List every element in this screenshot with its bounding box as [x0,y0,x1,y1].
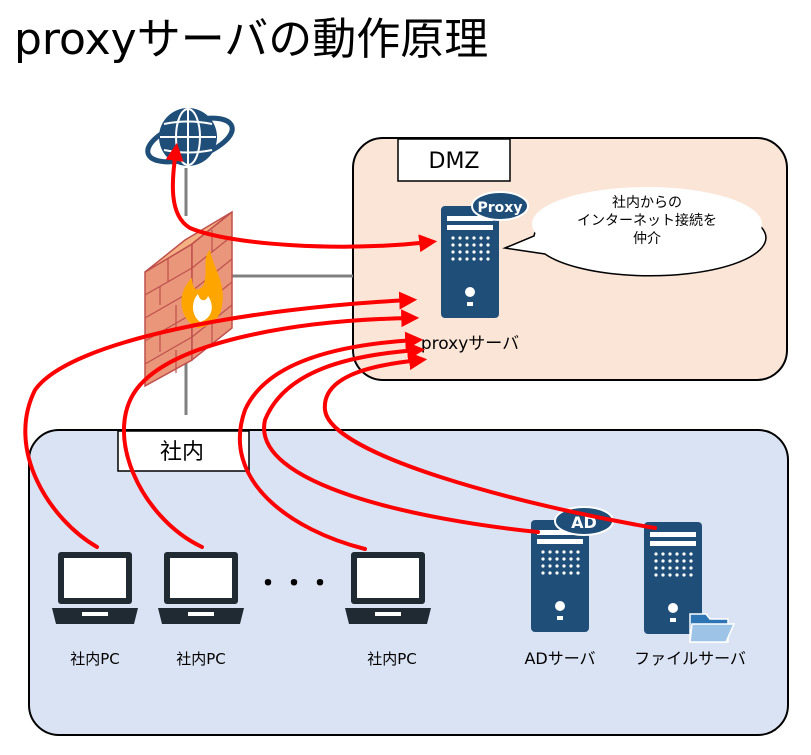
laptop-icon [52,552,138,624]
pc-label-3: 社内PC [367,650,417,668]
arrow-proxy-internet [165,142,438,253]
proxy-badge: Proxy [478,200,523,216]
laptop-icon [345,552,431,624]
proxy-badge-shape [471,191,529,221]
arrow-ad-proxy [262,341,540,534]
proxy-server-label: proxyサーバ [421,334,519,354]
folder-icon [689,613,736,643]
ellipsis: ・・・ [255,569,333,599]
ad-server-icon [531,520,589,632]
arrow-pc3-proxy [237,331,424,551]
dmz-label: DMZ [429,149,480,174]
callout-line-3: 仲介 [633,231,661,247]
arrow-pc2-proxy [122,309,420,549]
laptop-icon [158,552,244,624]
callout-line-2: インターネット接続を [577,212,717,229]
pc-label-1: 社内PC [70,650,120,668]
globe-icon [145,108,235,166]
file-server-label: ファイルサーバ [634,649,746,668]
pc-label-2: 社内PC [176,650,226,668]
internal-label: 社内 [160,440,204,465]
arrow-pc1-proxy [23,291,418,549]
arrow-fileserver-proxy [322,352,657,530]
proxy-server-icon [441,206,499,318]
ad-server-label: ADサーバ [524,649,595,668]
callout-line-1: 社内からの [612,195,682,211]
page-title: proxyサーバの動作原理 [14,14,489,65]
internal-label-box [117,430,250,472]
